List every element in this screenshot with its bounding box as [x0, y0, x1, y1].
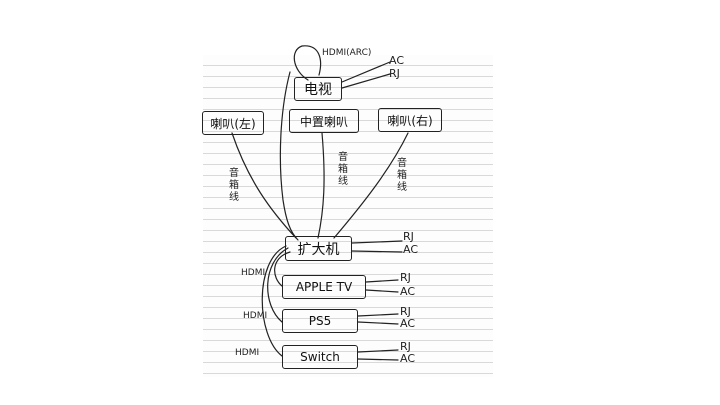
tv-ac-label: AC	[389, 54, 405, 67]
tv-ac-wire	[341, 61, 391, 83]
amplifier-label: 扩大机	[297, 241, 340, 258]
speaker-wire-center-label: 音箱线	[338, 152, 348, 187]
ps5-rj-label: RJ	[400, 305, 411, 318]
ps5-rj-wire	[357, 313, 399, 317]
switch-rj-wire	[357, 349, 399, 353]
hdmi-apple-tv-label: HDMI	[241, 268, 266, 278]
ps5-box: PS5	[282, 309, 358, 333]
ps5-ac-label: AC	[400, 317, 416, 330]
amp-ac-wire	[351, 250, 403, 253]
speaker-wire-right-label: 音箱线	[397, 158, 407, 193]
amp-ac-label: AC	[403, 243, 419, 256]
amplifier-box: 扩大机	[285, 236, 352, 261]
speaker-left-box: 喇叭(左)	[202, 111, 264, 135]
speaker-wire-center	[317, 132, 325, 239]
amp-rj-wire	[351, 240, 403, 244]
hdmi-ps5-label: HDMI	[243, 311, 268, 321]
tv-rj-label: RJ	[389, 67, 400, 80]
hdmi-switch-wire	[261, 245, 287, 357]
apple-tv-box: APPLE TV	[282, 275, 366, 299]
speaker-right-box: 喇叭(右)	[378, 108, 442, 132]
switch-rj-label: RJ	[400, 340, 411, 353]
tv-label: 电视	[304, 82, 332, 98]
center-speaker-label: 中置喇叭	[299, 114, 348, 129]
tv-box: 电视	[294, 77, 342, 101]
ps5-ac-wire	[357, 321, 399, 325]
speaker-wire-right	[333, 132, 409, 239]
speaker-wire-left	[231, 132, 297, 239]
apple-tv-rj-wire	[365, 279, 399, 283]
amp-rj-label: RJ	[403, 230, 414, 243]
switch-ac-label: AC	[400, 352, 416, 365]
switch-box: Switch	[282, 345, 358, 369]
tv-rj-wire	[341, 73, 391, 89]
speaker-left-label: 喇叭(左)	[210, 116, 256, 131]
apple-tv-ac-label: AC	[400, 285, 416, 298]
switch-ac-wire	[357, 358, 399, 361]
lined-paper	[203, 55, 493, 377]
apple-tv-label: APPLE TV	[295, 280, 353, 294]
center-speaker-box: 中置喇叭	[289, 109, 359, 133]
speaker-wire-left-label: 音箱线	[229, 168, 239, 203]
speaker-right-label: 喇叭(右)	[387, 113, 433, 128]
hdmi-ps5-wire	[267, 247, 289, 323]
ps5-label: PS5	[308, 314, 332, 328]
switch-label: Switch	[300, 350, 340, 364]
apple-tv-ac-wire	[365, 289, 399, 293]
hdmi-switch-label: HDMI	[235, 348, 260, 358]
hdmi-arc-label: HDMI(ARC)	[322, 48, 372, 58]
hdmi-arc-wire	[293, 45, 322, 81]
hdmi-arc-wire-down	[279, 71, 299, 241]
apple-tv-rj-label: RJ	[400, 271, 411, 284]
